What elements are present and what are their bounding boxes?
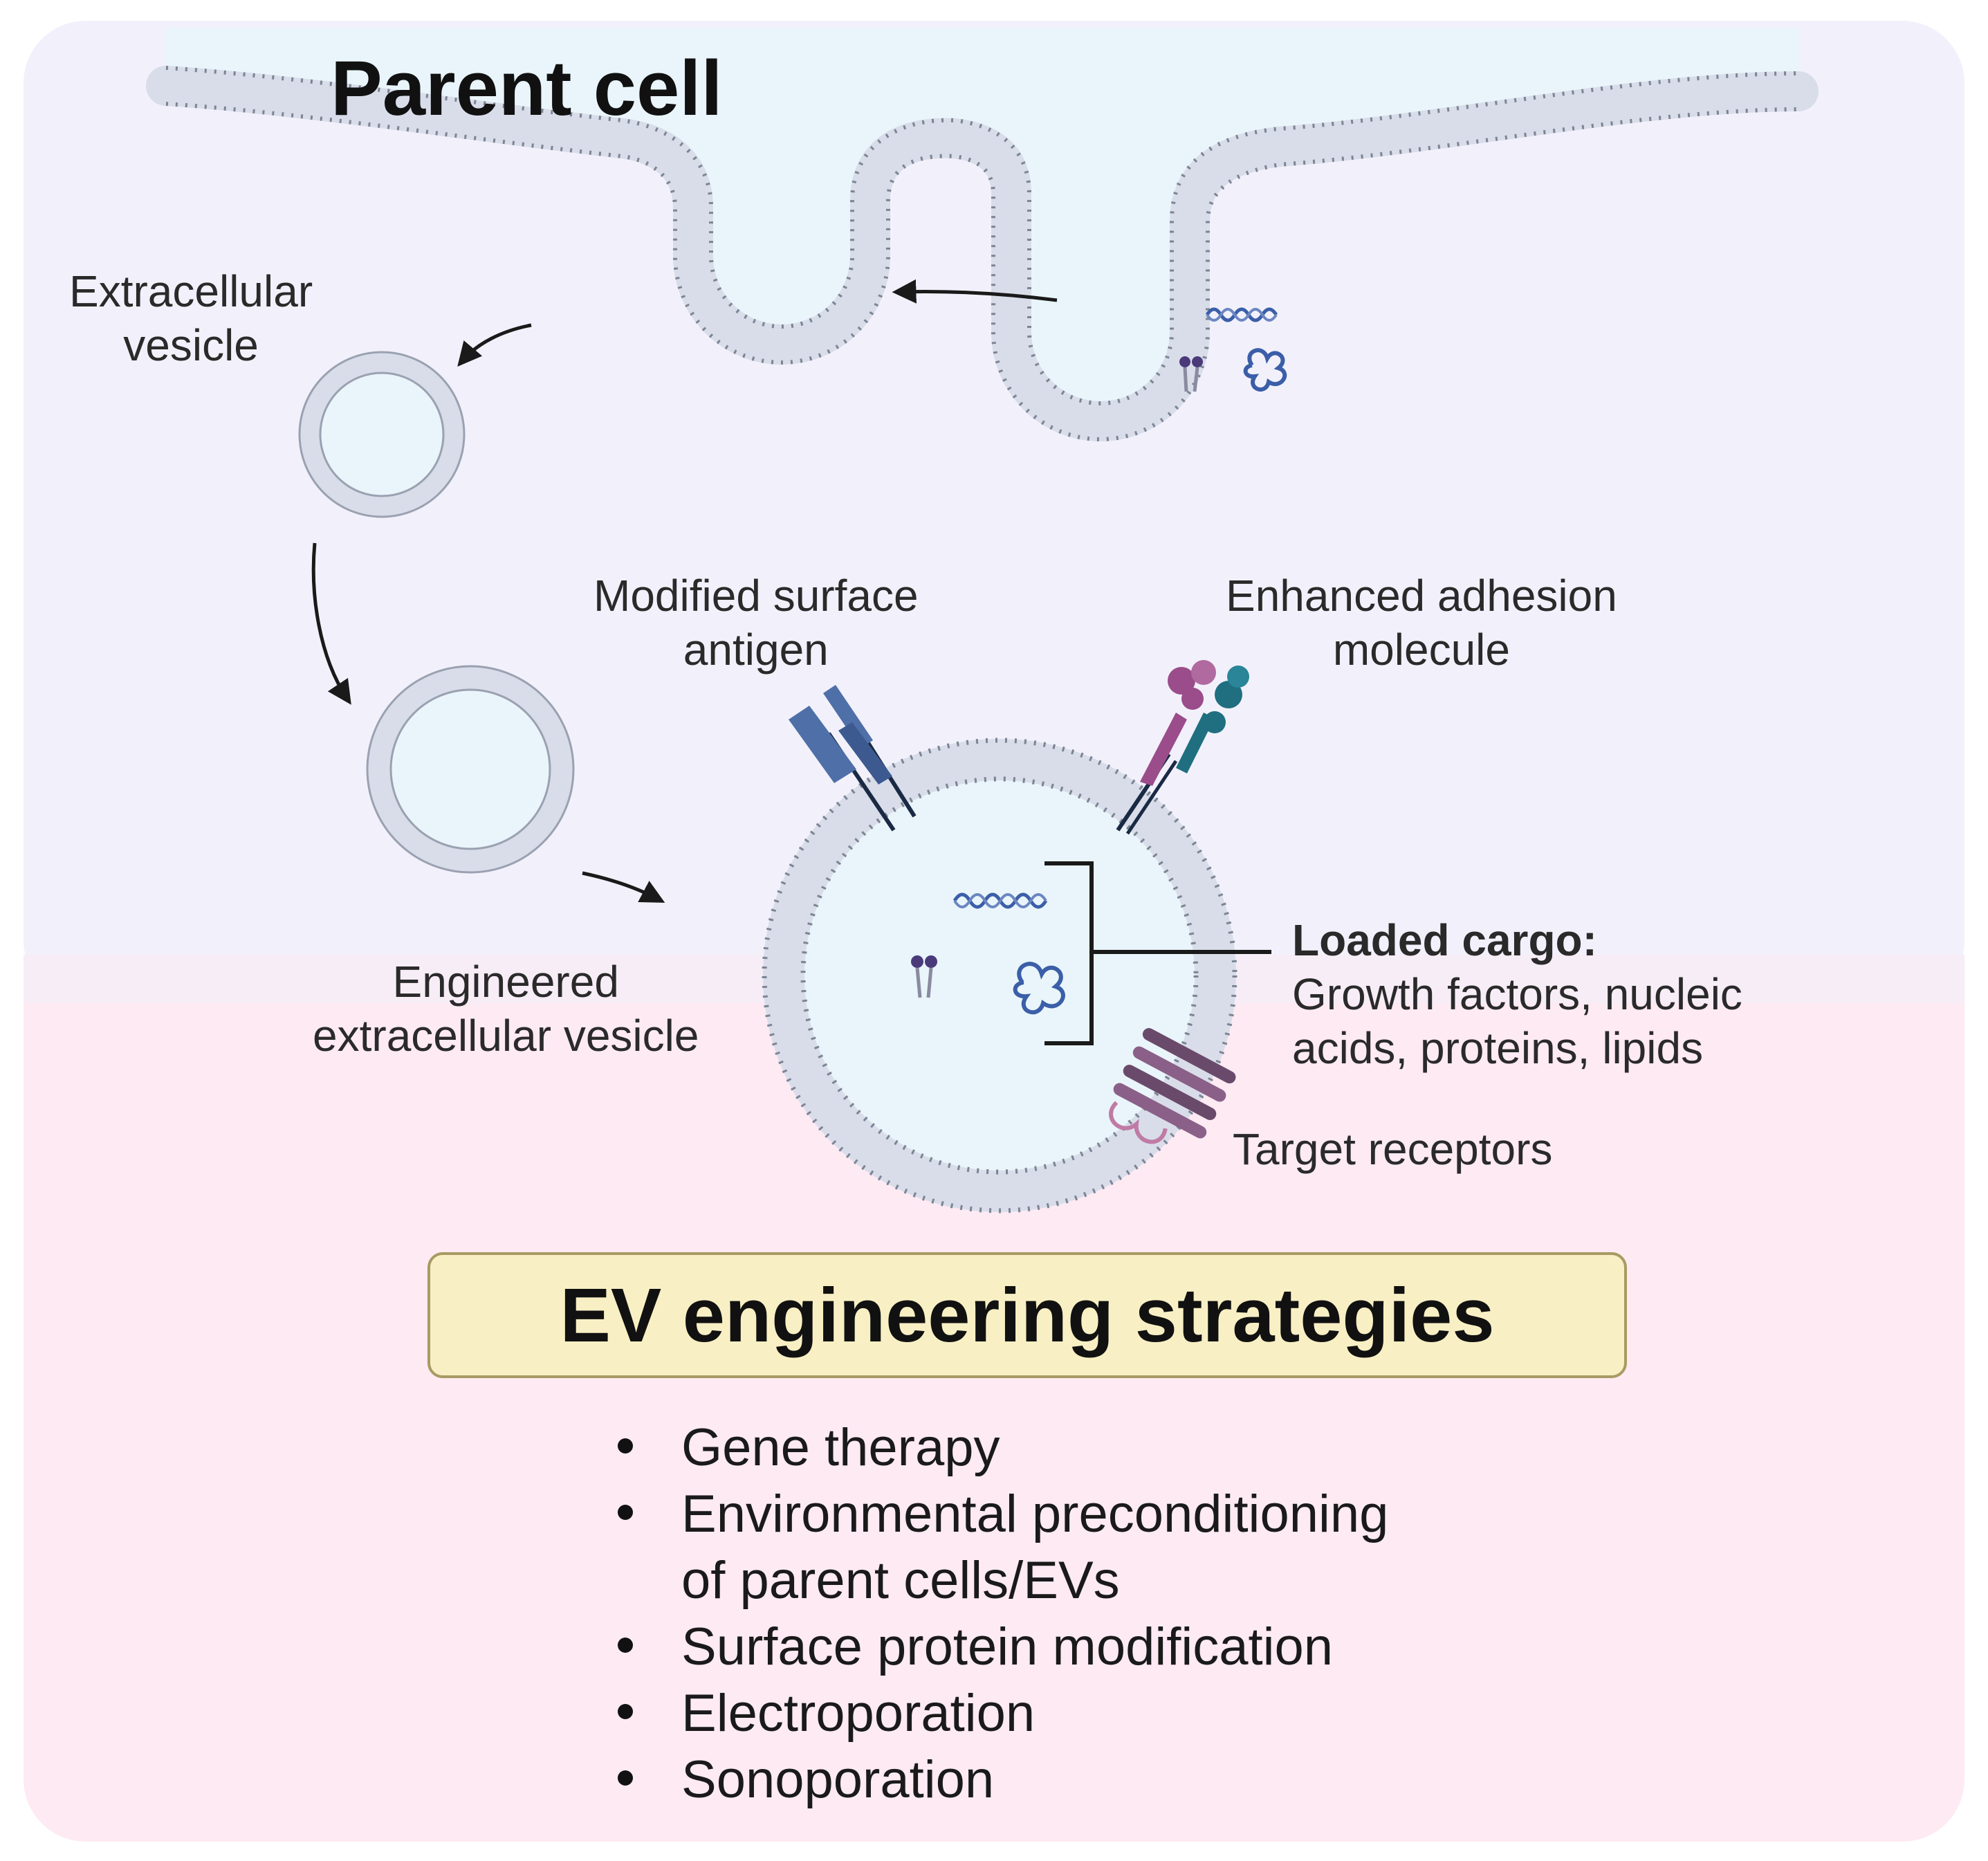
cell-membrane [146,66,1819,441]
adhesion-molecule-icon [1116,660,1249,835]
protein-icon [1243,348,1287,392]
label-line: molecule [1332,625,1510,675]
strategy-text: Environmental preconditioning of parent … [681,1485,1389,1610]
strategy-item: Surface protein modification [609,1614,1388,1680]
extracellular-vesicle-small [298,351,466,518]
arrow-icon [892,279,1058,304]
label-line: antigen [683,625,829,675]
strategy-text: Sonoporation [681,1750,995,1809]
bullet-icon [618,1638,633,1653]
label-enhanced-adhesion-molecule: Enhanced adhesion molecule [1226,569,1617,677]
lipid-icon [911,955,937,998]
loaded-cargo-heading: Loaded cargo: [1292,915,1597,965]
bullet-icon [618,1770,633,1786]
figure-title: Parent cell [331,45,723,131]
label-extracellular-vesicle: Extracellular vesicle [69,264,313,372]
strategy-item: Sonoporation [609,1747,1388,1813]
strategies-heading: EV engineering strategies [560,1272,1495,1358]
dna-icon [952,892,1048,909]
arrow-icon [311,542,351,705]
target-receptor-icon [1109,1028,1236,1144]
dna-icon [1205,307,1278,322]
strategy-text: Gene therapy [681,1418,1000,1477]
loaded-cargo-line: Growth factors, nucleic [1292,969,1742,1020]
strategy-text: Electroporation [681,1684,1036,1743]
label-engineered-vesicle: Engineered extracellular vesicle [313,955,699,1063]
bullet-icon [618,1704,633,1719]
lipid-icon [1179,356,1203,392]
label-line: extracellular vesicle [313,1011,699,1061]
arrow-icon [582,871,665,903]
bottom-panel [24,1003,1964,1842]
strategy-item: Environmental preconditioning of parent … [609,1481,1388,1614]
strategy-item: Electroporation [609,1680,1388,1747]
strategies-heading-box: EV engineering strategies [427,1252,1627,1378]
label-loaded-cargo: Loaded cargo: Growth factors, nucleic ac… [1292,913,1742,1075]
bullet-icon [618,1505,633,1520]
strategy-item: Gene therapy [609,1415,1388,1481]
bracket-icon [1044,861,1271,1045]
protein-icon [1013,962,1065,1015]
extracellular-vesicle-mid [366,665,575,874]
label-line: Engineered [392,957,619,1007]
label-modified-surface-antigen: Modified surface antigen [593,569,919,677]
label-line: Extracellular [69,266,313,316]
bullet-icon [618,1438,633,1454]
strategy-text: Surface protein modification [681,1617,1334,1676]
label-target-receptors: Target receptors [1233,1124,1553,1174]
arrow-icon [457,323,532,367]
label-line: Modified surface [593,571,919,621]
engineered-vesicle [762,737,1237,1213]
label-line: Enhanced adhesion [1226,571,1617,621]
strategies-list: Gene therapy Environmental preconditioni… [609,1415,1388,1813]
label-line: vesicle [123,320,259,371]
loaded-cargo-line: acids, proteins, lipids [1292,1023,1704,1074]
surface-antigen-icon [789,685,917,832]
